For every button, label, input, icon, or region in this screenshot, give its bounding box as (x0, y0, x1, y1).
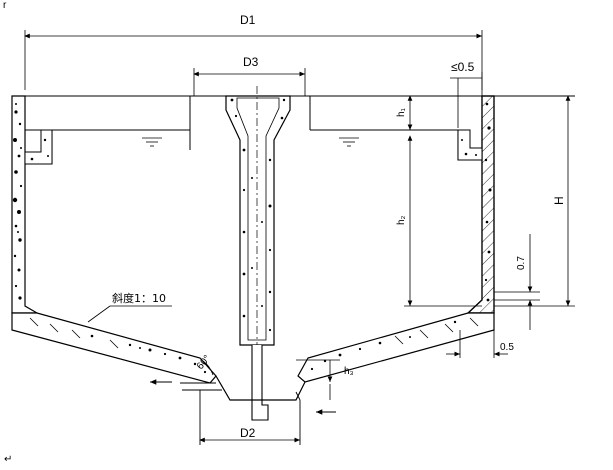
label-h: H (552, 196, 566, 205)
label-d1: D1 (240, 13, 256, 27)
right-wall (457, 95, 495, 314)
dimension-lines (24, 30, 575, 443)
label-le05: ≤0.5 (451, 60, 475, 74)
label-slope: 斜度1：10 (112, 291, 166, 305)
return-mark: ↵ (4, 454, 12, 465)
flow-arrows (150, 379, 336, 415)
left-bottom-slope (11, 312, 217, 384)
label-h3: h₃ (344, 366, 354, 377)
hopper (180, 375, 306, 445)
corner-mark: r (3, 0, 7, 11)
label-d2: D2 (240, 426, 256, 440)
central-column (225, 86, 291, 421)
label-d3: D3 (243, 55, 259, 69)
left-wall (11, 95, 53, 314)
label-h1: h₁ (396, 107, 407, 117)
label-07: 0.7 (516, 256, 527, 270)
label-05: 0.5 (500, 342, 514, 353)
water-surface (52, 96, 458, 150)
right-bottom-slope (297, 312, 495, 383)
label-h2: h₂ (396, 215, 407, 225)
